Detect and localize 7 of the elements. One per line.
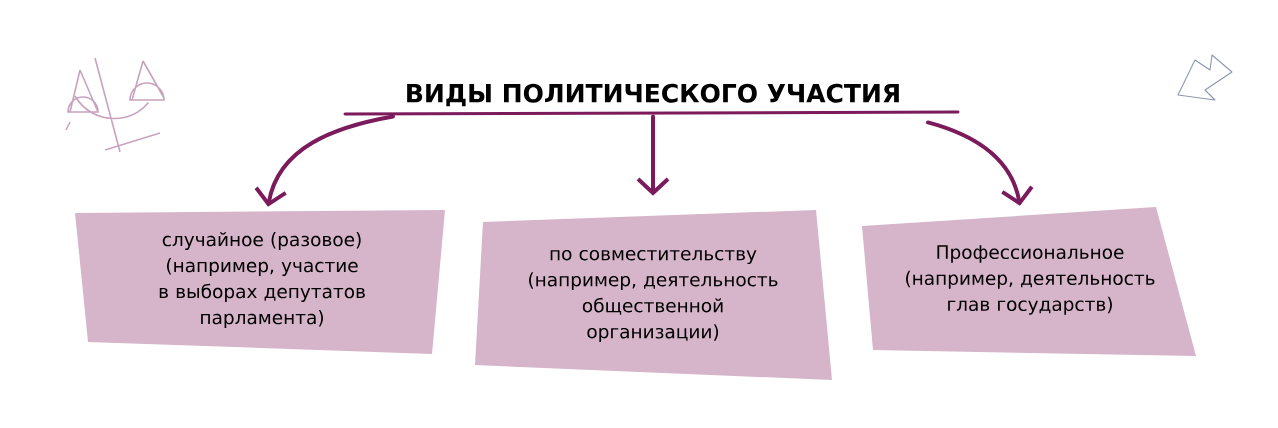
trapezoid-box: случайное (разовое) (например, участие в выборах депутатов парламента) bbox=[75, 210, 445, 354]
trapezoid-box: Профессиональное (например, деятельность глав государств) bbox=[862, 207, 1196, 356]
arrow bbox=[254, 114, 395, 207]
arrow bbox=[926, 120, 1034, 206]
arrow bbox=[636, 114, 670, 196]
heading: ВИДЫ ПОЛИТИЧЕСКОГО УЧАСТИЯ bbox=[407, 83, 899, 107]
trapezoid-box: по совместительству (например, деятельность общественной организации) bbox=[475, 210, 832, 380]
